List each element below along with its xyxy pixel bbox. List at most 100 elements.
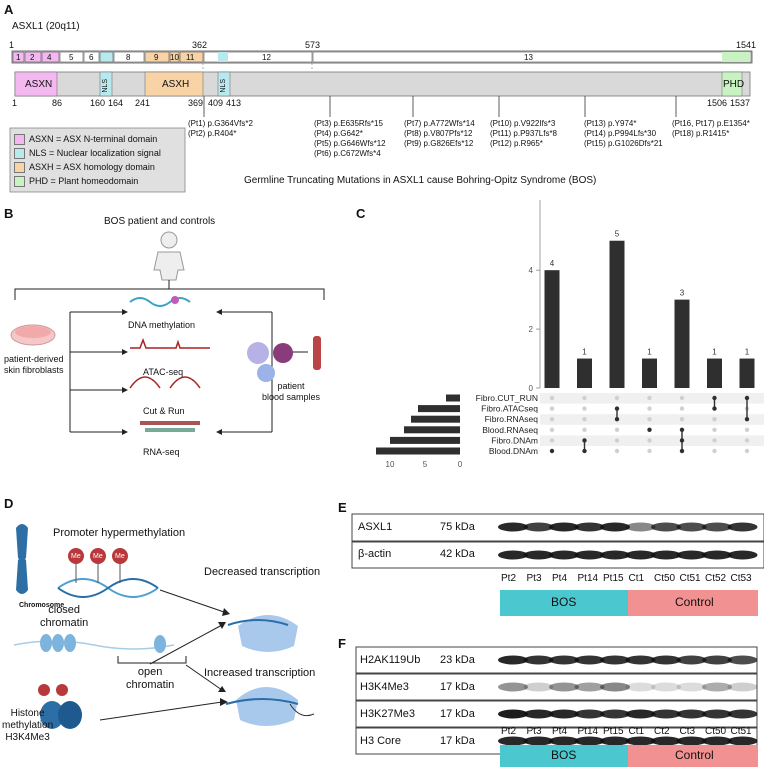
- lane-label: Ct1: [628, 573, 645, 584]
- group-control: Control: [675, 748, 714, 762]
- membership-dot-empty: [712, 417, 717, 422]
- increased-label: Increased transcription: [204, 667, 316, 679]
- mutation-group-4: (Pt10) p.V922Ifs*3(Pt11) p.P937Lfs*8(Pt1…: [490, 119, 558, 148]
- exon-label: 12: [262, 53, 271, 62]
- me-label: Me: [71, 553, 81, 560]
- bar-value-label: 1: [647, 348, 652, 357]
- blot-band: [574, 682, 605, 692]
- blot-band: [625, 550, 656, 560]
- mutation-group-3: (Pt7) p.A772Wfs*14(Pt8) p.V807Pfs*12(Pt9…: [404, 119, 475, 148]
- assay-cutrun: Cut & Run: [143, 406, 185, 416]
- intersection-bar: [577, 358, 592, 388]
- blot-band: [549, 709, 579, 719]
- membership-dot-empty: [679, 417, 685, 422]
- panel-label-d: D: [4, 496, 14, 511]
- blot-band: [574, 655, 605, 665]
- membership-dot-empty: [744, 438, 750, 443]
- blot-band: [523, 709, 554, 719]
- position-number: 86: [52, 98, 63, 108]
- exon-label: 13: [524, 53, 533, 62]
- lane-label: Pt4: [552, 726, 568, 737]
- panel-label-e: E: [338, 500, 347, 515]
- membership-dot-empty: [549, 417, 555, 422]
- set-name-label: Blood.RNAseq: [482, 425, 538, 435]
- blot-band: [498, 550, 528, 560]
- panel-label-f: F: [338, 636, 346, 651]
- blot-band: [600, 736, 630, 746]
- bar-value-label: 1: [745, 348, 750, 357]
- panel-label-a: A: [4, 2, 14, 17]
- blot-band: [651, 522, 681, 532]
- blot-band: [727, 655, 758, 665]
- matrix-row-stripe: [540, 435, 764, 446]
- lane-label: Pt15: [603, 573, 624, 584]
- intersection-bar: [739, 358, 755, 388]
- position-number: 413: [226, 98, 242, 108]
- position-number: 1506: [707, 98, 728, 108]
- blot-band: [676, 736, 707, 746]
- blot-band: [574, 550, 605, 560]
- blot-band: [676, 682, 707, 692]
- membership-dot-filled: [647, 427, 652, 432]
- panel-b-title: BOS patient and controls: [104, 216, 216, 227]
- membership-dot-empty: [614, 427, 620, 432]
- blot-band: [600, 655, 630, 665]
- membership-dot-empty: [549, 438, 555, 443]
- blot-band: [549, 522, 579, 532]
- blot-band: [727, 682, 758, 692]
- blot-row-kda: 75 kDa: [440, 521, 475, 533]
- domain-asxh: ASXH: [162, 79, 190, 90]
- membership-dot-empty: [582, 417, 587, 422]
- lane-label: Pt4: [552, 573, 568, 584]
- lane-label: Pt2: [501, 726, 517, 737]
- position-number: 1: [12, 98, 18, 108]
- blot-row-kda: 23 kDa: [440, 654, 475, 666]
- intersection-bar: [609, 240, 625, 388]
- blot-band: [523, 682, 554, 692]
- membership-dot-filled: [582, 438, 587, 443]
- blot-band: [600, 709, 630, 719]
- blot-band: [625, 522, 656, 532]
- domain-phd: PHD: [723, 79, 745, 90]
- blot-row-name: H3K4Me3: [360, 681, 409, 693]
- lane-label: Ct52: [705, 573, 727, 584]
- bar-value-label: 3: [680, 289, 685, 298]
- blot-band: [625, 709, 656, 719]
- blot-row-name: H2AK119Ub: [360, 654, 421, 666]
- membership-dot-empty: [679, 406, 685, 411]
- assay-rnaseq: RNA-seq: [143, 447, 180, 457]
- set-size-tick-label: 10: [386, 460, 395, 469]
- membership-dot-empty: [712, 438, 717, 443]
- blot-band: [676, 655, 707, 665]
- matrix-row-stripe: [540, 393, 764, 404]
- membership-dot-filled: [614, 406, 620, 411]
- blot-band: [651, 682, 681, 692]
- blot-row-kda: 17 kDa: [440, 681, 475, 693]
- panel-label-c: C: [356, 206, 366, 221]
- blot-band: [523, 655, 554, 665]
- group-bos: BOS: [551, 748, 577, 762]
- bar-value-label: 4: [550, 259, 555, 268]
- blot-band: [600, 522, 630, 532]
- exon-label: 5: [69, 53, 74, 62]
- intersection-bar: [544, 270, 560, 388]
- position-number: 369: [188, 98, 204, 108]
- blot-band: [676, 522, 707, 532]
- set-size-bar: [446, 394, 460, 402]
- intersection-bar: [642, 358, 657, 388]
- set-size-bar: [411, 415, 460, 423]
- blot-band: [549, 736, 579, 746]
- membership-dot-empty: [549, 427, 555, 432]
- bar-value-label: 1: [582, 348, 587, 357]
- lane-label: Ct3: [679, 726, 696, 737]
- blot-band: [574, 709, 605, 719]
- blot-band: [523, 736, 554, 746]
- chromosome-label: Chromosome: [19, 602, 65, 609]
- membership-dot-empty: [647, 448, 652, 454]
- domain-asxn: ASXN: [25, 79, 53, 90]
- membership-dot-empty: [614, 395, 620, 401]
- set-size-tick-label: 5: [423, 460, 428, 469]
- lane-label: Ct1: [628, 726, 645, 737]
